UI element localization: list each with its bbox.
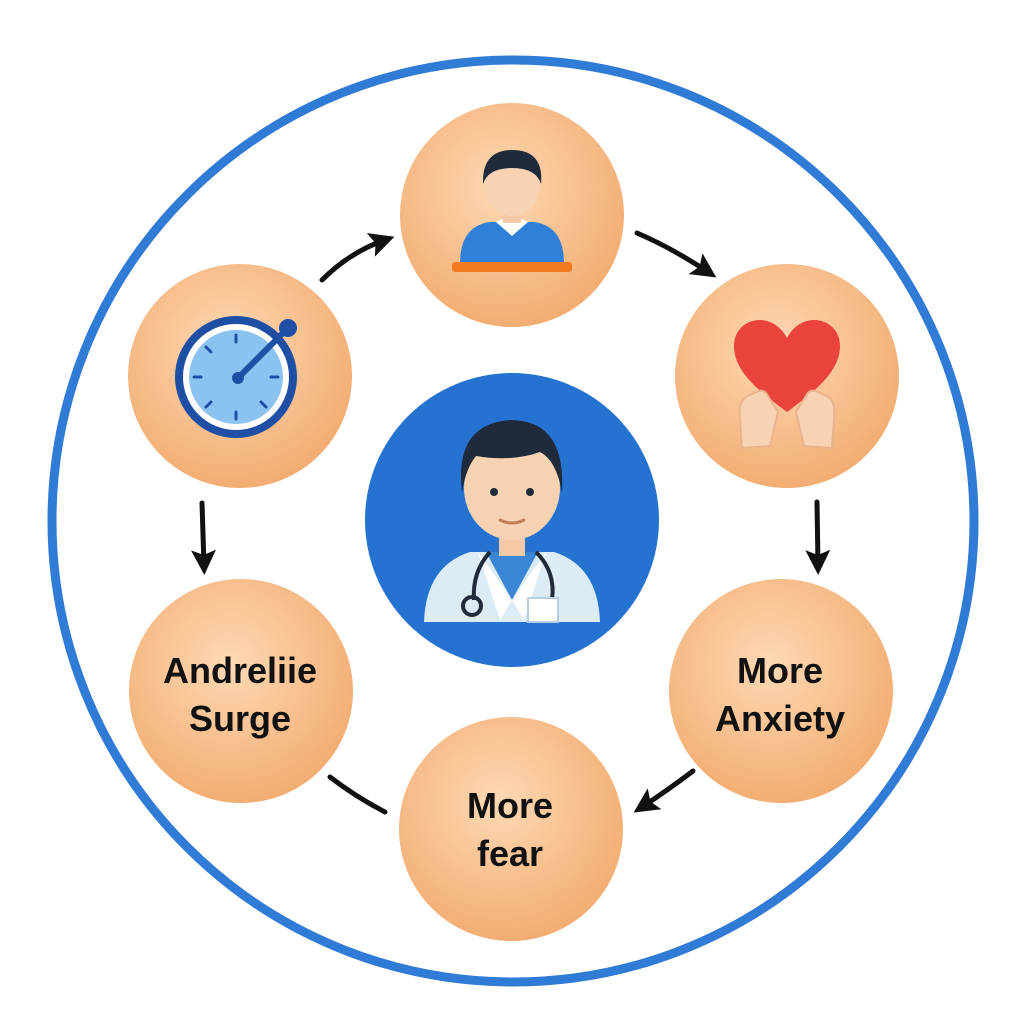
arrow-care-to-anxiety (805, 499, 831, 575)
doctor-with-stethoscope-icon (424, 420, 600, 623)
arrow-fear-to-adrenaline (327, 774, 388, 815)
node-fear (399, 717, 623, 941)
node-anxiety (669, 579, 893, 803)
person-at-desk-icon (452, 150, 572, 272)
arrow-timer-to-patient (319, 233, 395, 283)
outer-ring (47, 55, 979, 987)
heart-in-hands-icon (734, 320, 840, 450)
cycle-arrows (191, 230, 831, 815)
arrow-anxiety-to-fear (633, 768, 696, 813)
arrow-adrenaline-to-timer (191, 500, 217, 575)
stopwatch-icon (175, 316, 297, 438)
node-adrenaline (129, 579, 353, 803)
arrow-patient-to-care (634, 230, 717, 278)
